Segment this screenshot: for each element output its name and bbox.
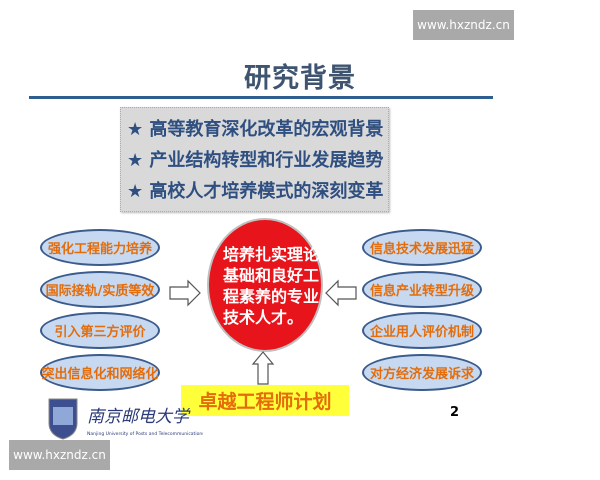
right-item: 企业用人评价机制 (362, 312, 482, 349)
right-item: 信息产业转型升级 (362, 271, 482, 308)
right-item: 对方经济发展诉求 (362, 354, 482, 391)
left-item: 突出信息化和网络化 (40, 354, 160, 391)
title-divider (29, 96, 493, 99)
background-points-box: ★ 高等教育深化改革的宏观背景 ★ 产业结构转型和行业发展趋势 ★ 高校人才培养… (120, 107, 389, 212)
left-item: 强化工程能力培养 (40, 229, 160, 266)
up-arrow-icon (251, 351, 275, 385)
page-number: 2 (450, 405, 460, 420)
right-arrow-icon (169, 279, 201, 307)
background-point: ★ 高校人才培养模式的深刻变革 (127, 181, 384, 202)
university-logo: 南京邮电大学 Nanjing University of Posts and T… (43, 395, 205, 440)
right-item: 信息技术发展迅猛 (362, 229, 482, 266)
left-arrow-icon (325, 279, 357, 307)
watermark-bottom: www.hxzndz.cn (9, 440, 110, 470)
center-goal-circle: 培养扎实理论基础和良好工程素养的专业技术人才。 (207, 218, 323, 352)
left-item: 国际接轨/实质等效 (40, 271, 160, 308)
watermark-top: www.hxzndz.cn (413, 10, 514, 40)
university-emblem-icon: 南京邮电大学 Nanjing University of Posts and T… (48, 398, 205, 440)
svg-text:Nanjing University of Posts an: Nanjing University of Posts and Telecomm… (87, 431, 203, 437)
plan-label: 卓越工程师计划 (181, 385, 349, 416)
background-point: ★ 高等教育深化改革的宏观背景 (127, 119, 384, 140)
slide-title: 研究背景 (244, 63, 356, 94)
left-item: 引入第三方评价 (40, 312, 160, 349)
background-point: ★ 产业结构转型和行业发展趋势 (127, 150, 384, 171)
svg-text:南京邮电大学: 南京邮电大学 (87, 407, 191, 427)
